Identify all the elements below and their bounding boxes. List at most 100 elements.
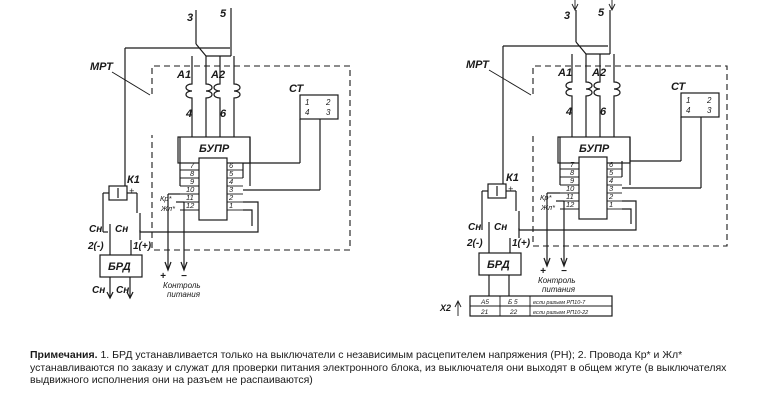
a1-label: А1 (176, 69, 191, 81)
svg-text:11: 11 (566, 192, 574, 201)
svg-text:+: + (129, 186, 134, 196)
note-paragraph: Примечания. 1. БРД устанавливается тольк… (30, 349, 760, 387)
svg-text:4: 4 (609, 176, 613, 185)
bupr-label-right: БУПР (579, 143, 610, 155)
a2-label-right: А2 (591, 67, 606, 79)
svg-text:А5: А5 (480, 299, 489, 306)
note-heading: Примечания. (30, 349, 98, 361)
n4-label-right: 4 (565, 106, 572, 118)
brd-label: БРД (108, 261, 131, 273)
svg-text:2: 2 (608, 192, 614, 201)
bupr-connector-right (578, 156, 608, 220)
svg-text:8: 8 (190, 169, 195, 178)
svg-text:4: 4 (229, 177, 233, 186)
sn-label-inner: Сн (115, 224, 128, 235)
control-minus-label: − (181, 271, 187, 282)
bupr-label: БУПР (199, 143, 230, 155)
mrt-label-right: МРТ (466, 59, 490, 71)
svg-text:8: 8 (570, 168, 575, 177)
coil-a1 (185, 56, 193, 110)
brd-box (99, 254, 143, 278)
svg-text:если разъем РП10-7: если разъем РП10-7 (533, 300, 586, 306)
sn-bottom-1: Сн (92, 285, 105, 296)
control-label-line1: Контроль (163, 281, 201, 290)
svg-text:3: 3 (609, 184, 614, 193)
note-text: 1. БРД устанавливается только на выключа… (30, 349, 727, 386)
n6-label: 6 (220, 108, 227, 120)
circuit-diagrams: МРТ 3 5 А1 А2 4 6 СТ 1 2 4 3 (87, 0, 728, 317)
svg-text:2: 2 (228, 193, 234, 202)
svg-text:9: 9 (190, 177, 195, 186)
control-label-line2: питания (167, 290, 201, 299)
svg-text:11: 11 (186, 193, 194, 202)
brd-box-right (478, 252, 522, 276)
bupr-right-pins: 6 5 4 3 2 1 (228, 161, 234, 210)
svg-text:7: 7 (190, 161, 195, 170)
sn-bottom-2: Сн (116, 285, 129, 296)
ct-label: СТ (289, 83, 305, 95)
svg-text:3: 3 (707, 106, 712, 115)
svg-text:1: 1 (686, 96, 690, 105)
zhl-label-right: Жл* (540, 203, 556, 212)
svg-text:4: 4 (686, 106, 691, 115)
svg-text:Б 5: Б 5 (508, 299, 518, 306)
svg-text:если разъем РП10-22: если разъем РП10-22 (533, 310, 588, 316)
control-label-line1-right: Контроль (538, 276, 576, 285)
ct-box (299, 94, 339, 120)
a1-label-right: А1 (557, 67, 572, 79)
svg-text:6: 6 (229, 161, 234, 170)
svg-text:2: 2 (325, 98, 331, 107)
minus2-label-right: 2(-) (466, 238, 483, 249)
terminal-5-label: 5 (220, 8, 227, 20)
minus2-label: 2(-) (87, 241, 104, 252)
connector-table: А5 Б 5 если разъем РП10-7 21 22 если раз… (469, 295, 613, 317)
brd-label-right: БРД (487, 259, 510, 271)
control-plus-label: + (160, 271, 166, 282)
mrt-dashed-boundary-right (532, 65, 728, 247)
svg-text:1: 1 (609, 200, 613, 209)
svg-text:1: 1 (305, 98, 309, 107)
sn-label-inner-right: Сн (494, 222, 507, 233)
sn-label-left-right: Сн (468, 222, 481, 233)
k1-label: К1 (127, 174, 140, 186)
svg-text:5: 5 (609, 168, 614, 177)
mrt-dashed-boundary (151, 65, 351, 251)
svg-text:2: 2 (706, 96, 712, 105)
bupr-right-pins-right: 6 5 4 3 2 1 (608, 160, 614, 209)
svg-text:6: 6 (609, 160, 614, 169)
plus1-label-right: 1(+) (512, 238, 531, 249)
svg-text:+: + (508, 184, 513, 194)
svg-text:3: 3 (229, 185, 234, 194)
bupr-left-pins: 7 8 9 10 11 12 (186, 161, 195, 210)
svg-text:9: 9 (570, 176, 575, 185)
svg-text:5: 5 (229, 169, 234, 178)
coil-a2 (213, 56, 221, 110)
svg-text:12: 12 (566, 200, 575, 209)
ct-label-right: СТ (671, 81, 687, 93)
svg-text:22: 22 (509, 309, 518, 316)
svg-text:4: 4 (305, 108, 310, 117)
plus1-label: 1(+) (133, 241, 152, 252)
ct-box-right (680, 92, 720, 118)
bupr-connector (198, 157, 228, 221)
control-minus-label-right: − (561, 266, 567, 277)
svg-text:10: 10 (566, 184, 575, 193)
kr-label-right: Кр* (540, 193, 553, 202)
kr-label: Кр* (160, 194, 173, 203)
k1-label-right: К1 (506, 172, 519, 184)
svg-text:1: 1 (229, 201, 233, 210)
svg-text:7: 7 (570, 160, 575, 169)
svg-text:12: 12 (186, 201, 195, 210)
coil-a2-right (593, 54, 601, 108)
terminal-5-label-right: 5 (598, 7, 605, 19)
bupr-left-pins-right: 7 8 9 10 11 12 (566, 160, 575, 209)
svg-text:10: 10 (186, 185, 195, 194)
svg-text:3: 3 (326, 108, 331, 117)
x2-label: Х2 (439, 303, 451, 313)
control-label-line2-right: питания (542, 285, 576, 294)
sn-label-left: Сн (89, 224, 102, 235)
a2-label: А2 (210, 69, 225, 81)
control-plus-label-right: + (540, 266, 546, 277)
terminal-3-label-right: 3 (564, 10, 570, 22)
terminal-3-label: 3 (187, 12, 193, 24)
